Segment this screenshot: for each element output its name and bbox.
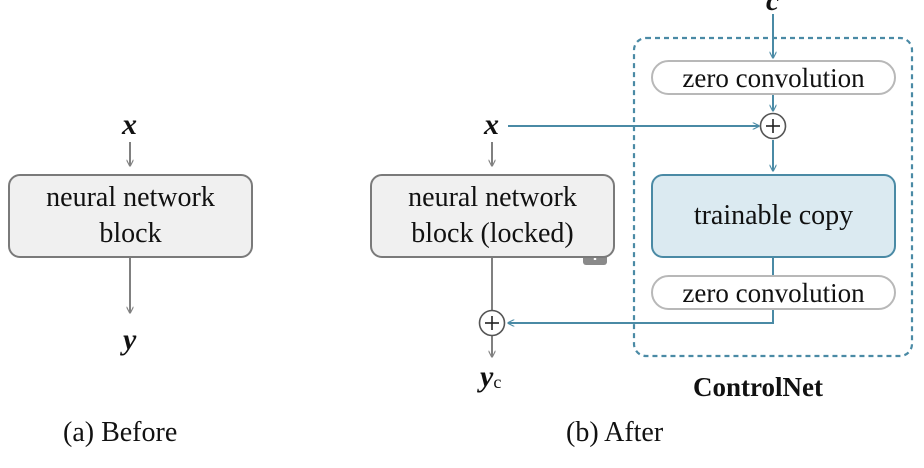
arrow-zero-conv-to-main-plus [508, 308, 774, 323]
condition-c: c [766, 0, 780, 17]
input-x-b: x [484, 108, 499, 141]
output-subscript: c [493, 372, 502, 392]
plus-circle-icon [759, 112, 787, 140]
zero-convolution-bottom: zero convolution [651, 275, 896, 310]
trainable-copy-block: trainable copy [651, 174, 896, 258]
block-line-2: block [99, 218, 162, 249]
plus-circle-icon [478, 309, 506, 337]
neural-network-block-locked: neural network block (locked) [370, 174, 615, 258]
output-y-b: y [480, 360, 494, 393]
output-y-a: y [123, 323, 137, 356]
neural-network-block: neural network block [8, 174, 253, 258]
caption-before: (a) Before [63, 417, 178, 448]
controlnet-label: ControlNet [693, 372, 823, 402]
block-line-1: neural network [408, 182, 577, 213]
caption-after: (b) After [566, 417, 664, 448]
block-line-1: neural network [46, 182, 215, 213]
zero-convolution-top: zero convolution [651, 60, 896, 95]
output-yc: yc [480, 362, 501, 397]
block-line-2: block (locked) [411, 218, 574, 249]
input-x-a: x [122, 108, 137, 141]
